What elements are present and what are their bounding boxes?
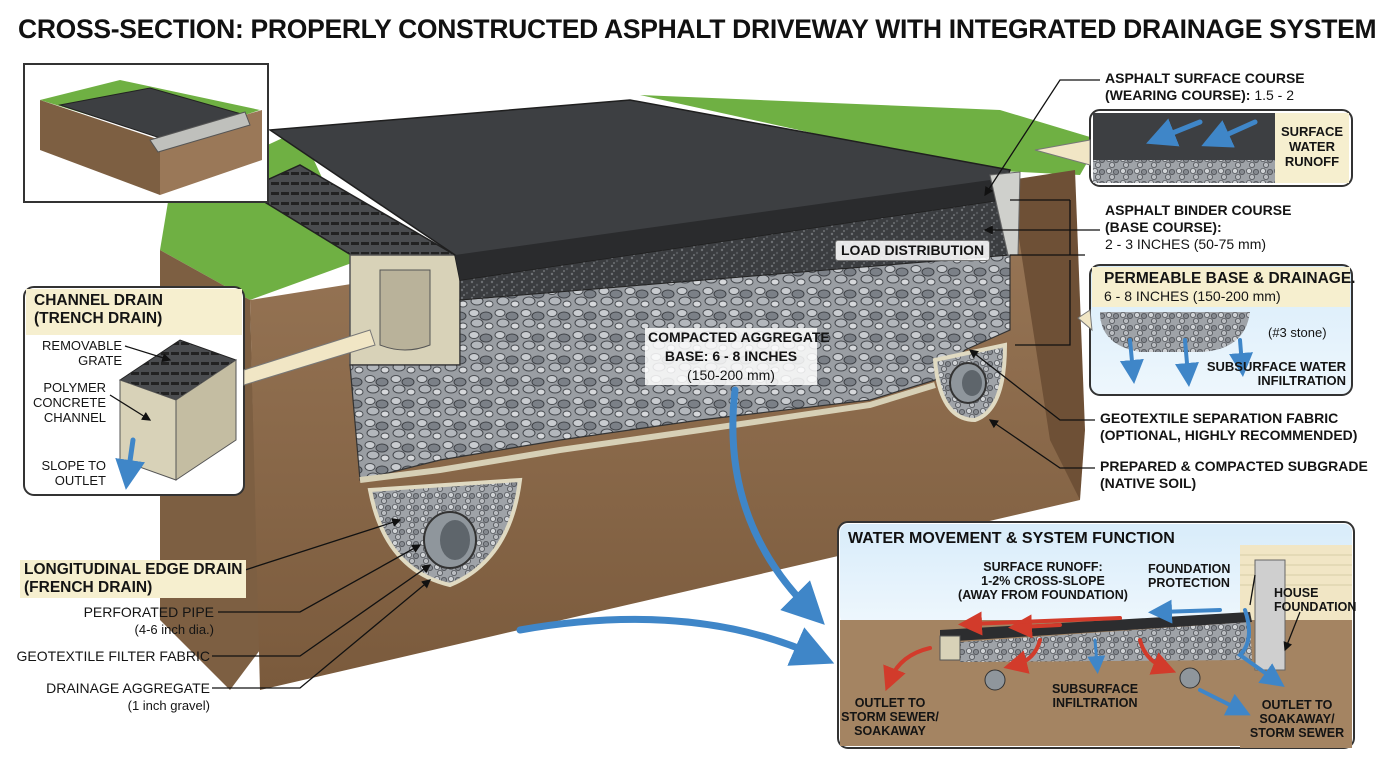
surface-runoff-label: SURFACE RUNOFF: 1-2% CROSS-SLOPE (AWAY F… <box>958 560 1128 602</box>
foundation-protection-label: FOUNDATION PROTECTION <box>1148 562 1231 590</box>
outlet-right-label: OUTLET TO SOAKAWAY/ STORM SEWER <box>1249 698 1345 740</box>
edge-drain-label: LONGITUDINAL EDGE DRAIN (FRENCH DRAIN) <box>20 560 247 598</box>
channel-drain-title: CHANNEL DRAIN (TRENCH DRAIN) <box>34 292 163 327</box>
subsurface-infiltration-label: SUBSURFACE INFILTRATION <box>1051 682 1139 710</box>
compacted-aggregate-label: COMPACTED AGGREGATE BASE: 6 - 8 INCHES (… <box>645 328 830 385</box>
geotextile-separation-label: GEOTEXTILE SEPARATION FABRIC (OPTIONAL, … <box>1100 410 1358 443</box>
removable-grate-label: REMOVABLE GRATE <box>42 338 122 368</box>
page-title: CROSS-SECTION: PROPERLY CONSTRUCTED ASPH… <box>18 14 1376 44</box>
outlet-left-label: OUTLET TO STORM SEWER/ SOAKAWAY <box>841 696 939 738</box>
filter-fabric-label: GEOTEXTILE FILTER FABRIC <box>16 648 210 664</box>
surface-course-label: ASPHALT SURFACE COURSE (WEARING COURSE):… <box>1105 70 1305 103</box>
house-foundation-label: HOUSE FOUNDATION <box>1274 586 1357 614</box>
surface-water-runoff-label: SURFACE WATER RUNOFF <box>1280 124 1344 169</box>
stone-size-label: (#3 stone) <box>1268 325 1327 340</box>
water-movement-title: WATER MOVEMENT & SYSTEM FUNCTION <box>848 530 1175 547</box>
slope-to-outlet-label: SLOPE TO OUTLET <box>41 458 106 488</box>
load-distribution-label: LOAD DISTRIBUTION <box>835 240 991 261</box>
subsurface-water-infiltration-label: SUBSURFACE WATER INFILTRATION <box>1206 359 1346 388</box>
binder-course-label: ASPHALT BINDER COURSE (BASE COURSE): 2 -… <box>1105 202 1292 252</box>
permeable-base-label: PERMEABLE BASE & DRAINAGE. 6 - 8 INCHES … <box>1104 270 1356 304</box>
drainage-aggregate-label: DRAINAGE AGGREGATE (1 inch gravel) <box>46 680 210 713</box>
perforated-pipe-label: PERFORATED PIPE (4-6 inch dia.) <box>83 604 214 637</box>
polymer-channel-label: POLYMER CONCRETE CHANNEL <box>33 380 106 425</box>
subgrade-label: PREPARED & COMPACTED SUBGRADE (NATIVE SO… <box>1100 458 1368 491</box>
